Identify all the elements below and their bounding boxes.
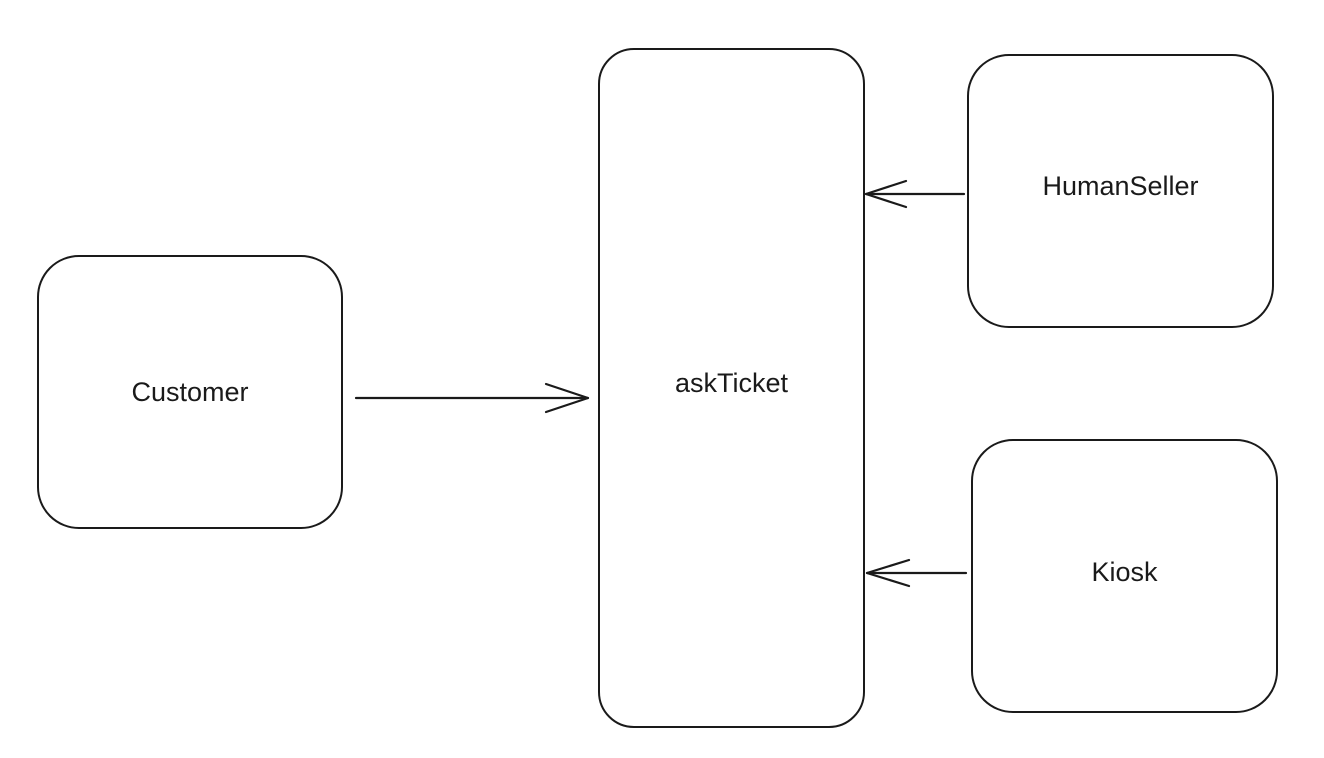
arrowhead-open-icon [544,382,590,414]
node-label: HumanSeller [1042,170,1199,201]
node-label: askTicket [674,367,789,398]
arrowhead-open-icon [864,179,908,209]
node-label: Kiosk [1091,556,1158,587]
edge-humanseller-to-askticket [864,179,966,209]
node-label: Customer [131,376,249,407]
node-kiosk[interactable]: Kiosk [971,439,1278,713]
arrowhead-open-icon [865,558,911,588]
node-customer[interactable]: Customer [37,255,343,529]
edge-customer-to-askticket [354,382,590,414]
node-humanseller[interactable]: HumanSeller [967,54,1274,328]
edge-kiosk-to-askticket [865,558,968,588]
node-askticket[interactable]: askTicket [598,48,865,728]
